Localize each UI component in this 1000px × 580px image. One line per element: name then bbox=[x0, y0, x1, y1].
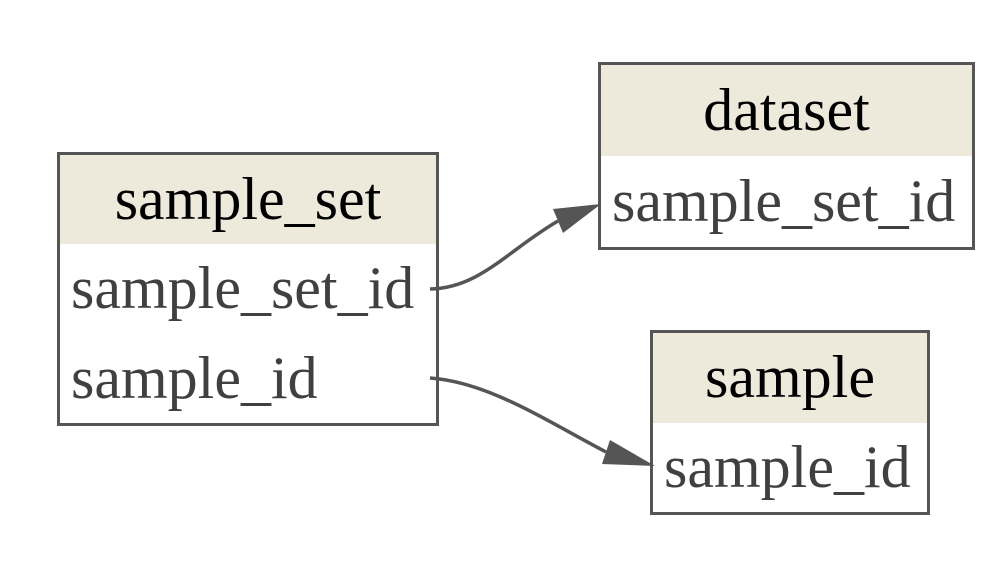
table-sample_set-title: sample_set bbox=[60, 155, 436, 245]
table-sample_set-field-sample_id: sample_id bbox=[60, 333, 436, 423]
table-dataset-field-sample_set_id: sample_set_id bbox=[601, 156, 972, 247]
table-sample-field-sample_id: sample_id bbox=[653, 422, 927, 512]
table-sample_set: sample_set sample_set_id sample_id bbox=[57, 152, 439, 426]
arrowhead-into-sample bbox=[602, 440, 655, 466]
arrowhead-into-dataset bbox=[553, 204, 601, 233]
table-sample-title: sample bbox=[653, 333, 927, 423]
table-sample_set-field-sample_set_id: sample_set_id bbox=[60, 244, 436, 334]
edge-sample_set_id-to-dataset bbox=[429, 219, 559, 291]
table-dataset-title: dataset bbox=[601, 65, 972, 156]
table-dataset: dataset sample_set_id bbox=[598, 62, 975, 250]
edge-sample_id-to-sample bbox=[429, 376, 607, 454]
table-sample: sample sample_id bbox=[650, 330, 930, 515]
